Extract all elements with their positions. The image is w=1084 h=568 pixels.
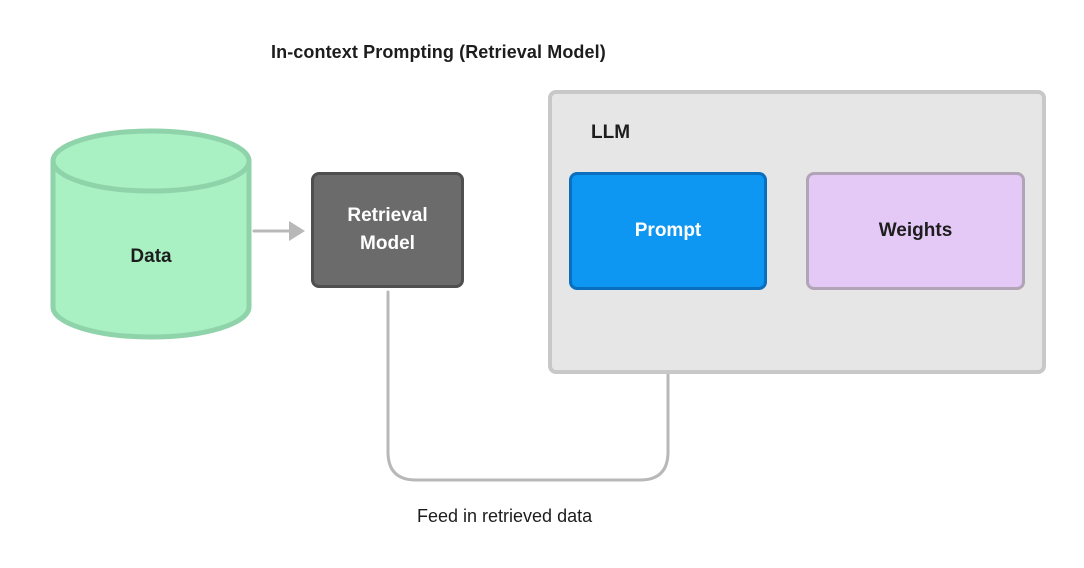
retrieval-model-label: Retrieval Model xyxy=(347,204,428,255)
data-label: Data xyxy=(130,246,172,267)
prompt-box: Prompt xyxy=(569,172,767,290)
weights-box: Weights xyxy=(806,172,1025,290)
weights-label: Weights xyxy=(878,220,953,241)
llm-label: LLM xyxy=(591,122,631,143)
diagram-title: In-context Prompting (Retrieval Model) xyxy=(271,42,606,62)
data-to-retrieval-arrow xyxy=(252,221,305,241)
data-store-cylinder xyxy=(50,128,252,340)
retrieval-model-box: Retrieval Model xyxy=(311,172,464,288)
feed-in-retrieved-data-label: Feed in retrieved data xyxy=(417,506,593,526)
prompt-label: Prompt xyxy=(634,220,702,241)
